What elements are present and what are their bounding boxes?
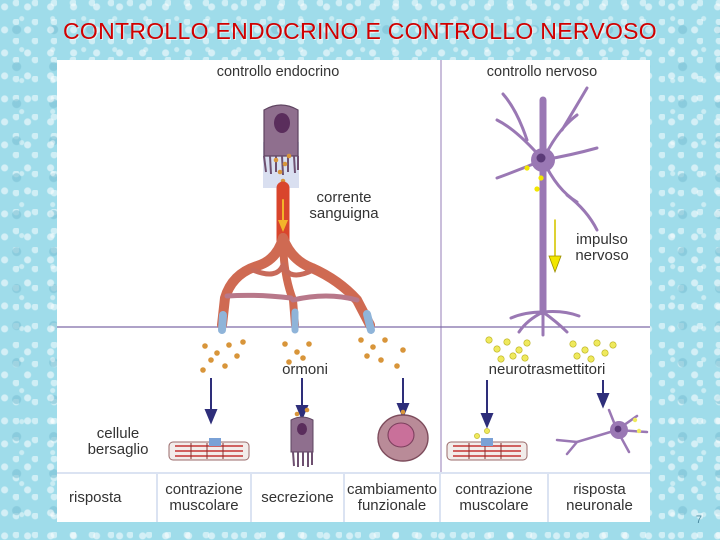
hormone-dots (200, 337, 406, 373)
response-row-header: risposta (57, 474, 156, 522)
target-cells-label: cellule bersaglio (87, 425, 149, 458)
neurotransmitter-dots (485, 336, 617, 363)
hormones-label: ormoni (282, 361, 328, 378)
muscle-fiber-icon (168, 438, 250, 461)
diagram-panel: controllo endocrino controllo nervoso co… (57, 60, 650, 522)
response-cell: risposta neuronale (549, 474, 650, 522)
bloodstream-label: corrente sanguigna (309, 189, 379, 222)
endocrine-header: controllo endocrino (216, 64, 340, 80)
response-cell: cambiamento funzionale (345, 474, 439, 522)
target-arrows (204, 378, 610, 429)
diagram-illustration (57, 60, 650, 472)
nerve-impulse-label: impulso nervoso (575, 231, 629, 264)
slide-number: 7 (695, 514, 702, 526)
endocrine-cell-icon (263, 104, 299, 188)
muscle-fiber-icon (446, 428, 528, 461)
blood-vessel-icon (217, 181, 375, 334)
neurotransmitters-label: neurotrasmettitori (488, 361, 606, 378)
target-neuron-icon (555, 408, 649, 456)
response-cell: secrezione (252, 474, 343, 522)
secretory-cell-icon (290, 407, 314, 467)
response-cell: contrazione muscolare (158, 474, 250, 522)
nervous-header: controllo nervoso (486, 64, 598, 80)
round-cell-icon (377, 409, 429, 462)
neuron-icon (495, 86, 599, 337)
response-cell: contrazione muscolare (441, 474, 547, 522)
slide-title: CONTROLLO ENDOCRINO E CONTROLLO NERVOSO (62, 18, 658, 44)
